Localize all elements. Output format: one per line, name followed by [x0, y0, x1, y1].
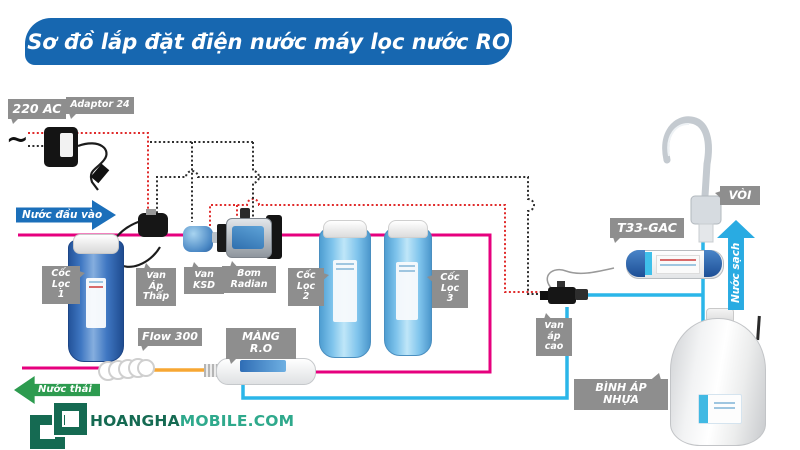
filter-cup-1-sticker	[86, 278, 106, 328]
label-filter3: Cốc Lọc 3	[427, 270, 468, 308]
ac-symbol: ~	[6, 124, 29, 155]
ro-membrane-label-patch	[240, 360, 286, 372]
label-adaptor: Adaptor 24	[66, 97, 134, 119]
black-wire-pump-drop	[252, 142, 260, 225]
high-pressure-valve-fitting	[575, 289, 588, 300]
pump-port	[240, 208, 250, 219]
label-flow300: Flow 300	[138, 328, 202, 352]
waste-water-label: Nước thải	[38, 384, 92, 395]
pump-sticker	[232, 226, 264, 249]
brand-left: HOANGHA	[90, 412, 180, 430]
flow-restrictor-coil	[98, 358, 155, 381]
t33-filter-left-cap	[626, 250, 645, 277]
label-faucet: VÒI	[715, 186, 760, 205]
high-pressure-valve-nub-top	[557, 281, 565, 288]
t33-filter-sticker	[656, 255, 700, 274]
high-pressure-valve-nub-left	[540, 291, 549, 300]
brand-wordmark: HOANGHAMOBILE.COM	[90, 412, 294, 430]
high-pressure-valve	[548, 287, 576, 304]
pressure-tank	[670, 318, 766, 446]
diagram-title: Sơ đồ lắp đặt điện nước máy lọc nước RO	[25, 18, 512, 65]
t33-filter-right-cap	[704, 250, 722, 277]
low-pressure-valve-band	[146, 209, 156, 215]
label-high-pressure-valve: Van áp cao	[536, 313, 572, 356]
filter-cup-3-cap	[388, 220, 428, 238]
pump-left-cap	[217, 224, 227, 252]
brand-logo-icon	[30, 402, 88, 449]
label-filter1: Cốc Lọc 1	[42, 266, 85, 304]
power-adapter-window	[60, 133, 73, 157]
label-t33: T33-GAC	[610, 218, 684, 243]
red-wire-branch	[209, 198, 552, 293]
membrane-thread	[204, 364, 218, 377]
filter-cup-2-cap	[323, 220, 367, 238]
faucet-shank	[698, 223, 714, 243]
faucet	[662, 116, 738, 243]
label-tank: BÌNH ÁP NHỰA	[574, 373, 668, 410]
high-pressure-valve-cable	[546, 267, 615, 290]
label-membrane: MÀNG R.O	[226, 328, 296, 364]
filter-cup-2-sticker	[333, 260, 357, 322]
black-wire-long	[156, 170, 552, 295]
ksd-valve-fitting	[212, 232, 221, 243]
low-pressure-valve	[138, 213, 168, 237]
filter-cup-3-sticker	[396, 262, 418, 320]
faucet-highlight	[667, 122, 690, 157]
label-ksd-valve: Van KSD	[184, 262, 224, 295]
label-pump: Bơm Radian	[222, 261, 276, 294]
filter-cup-1-cap	[73, 234, 119, 254]
label-220ac: 220 AC	[8, 99, 66, 124]
input-water-label: Nước đầu vào	[22, 209, 103, 221]
label-filter2: Cốc Lọc 2	[288, 268, 329, 306]
pressure-tank-sticker	[698, 394, 742, 424]
faucet-gooseneck	[662, 116, 712, 200]
title-text: Sơ đồ lắp đặt điện nước máy lọc nước RO	[27, 29, 510, 54]
label-low-pressure-valve: Van Áp Thấp	[136, 263, 176, 306]
brand-right: MOBILE.COM	[179, 412, 295, 430]
ksd-valve	[183, 226, 213, 252]
t33-filter-cyan-band	[645, 252, 652, 275]
